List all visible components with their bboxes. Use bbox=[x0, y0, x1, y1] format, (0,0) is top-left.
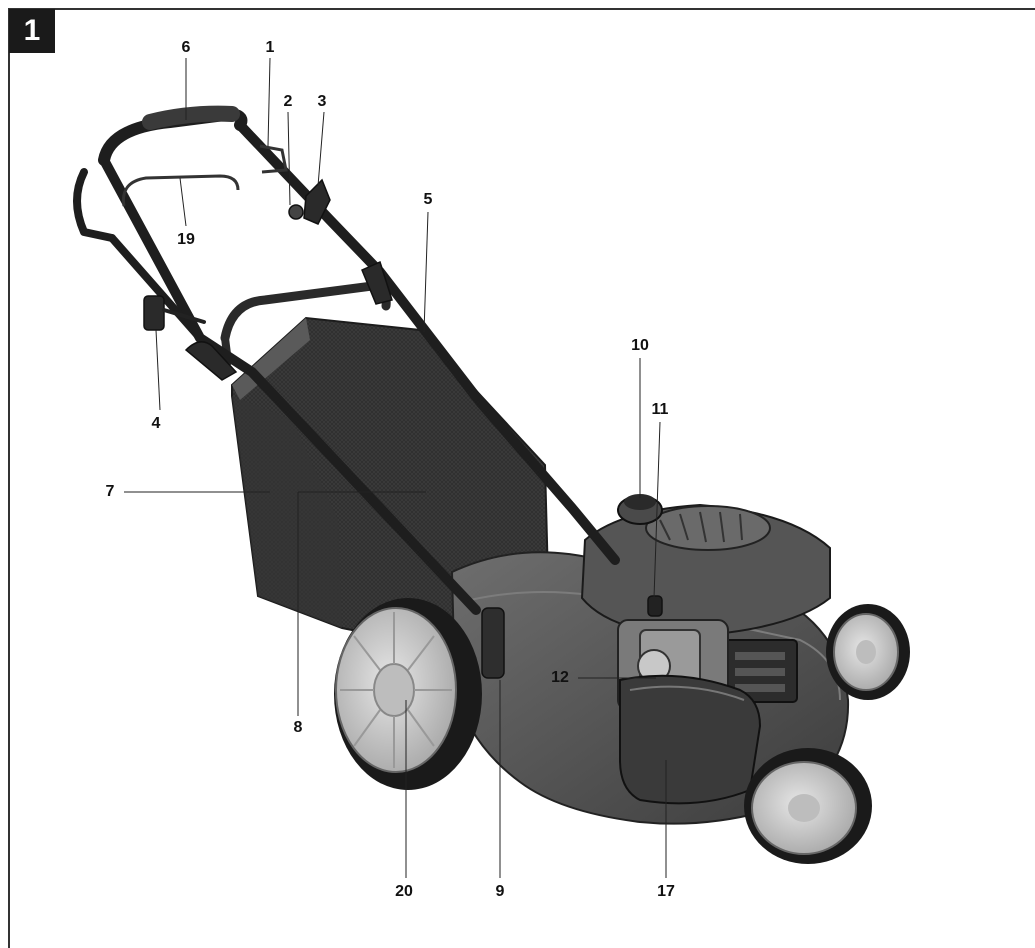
callout-8: 8 bbox=[293, 719, 303, 736]
callout-6: 6 bbox=[181, 39, 191, 56]
throttle-lever bbox=[303, 178, 331, 225]
callout-4: 4 bbox=[151, 415, 161, 432]
fuel-cap bbox=[617, 494, 663, 525]
starter-rope-handle bbox=[143, 295, 206, 331]
callout-5: 5 bbox=[423, 191, 433, 208]
oil-dipstick bbox=[647, 595, 663, 617]
callout-2: 2 bbox=[283, 93, 293, 110]
rear-wheel bbox=[334, 598, 482, 790]
handle-grip bbox=[142, 105, 240, 130]
callout-20: 20 bbox=[395, 883, 413, 900]
mulch-flap bbox=[619, 674, 762, 805]
engine-brake-bail bbox=[121, 144, 288, 207]
figure-frame bbox=[8, 8, 1035, 948]
callout-12: 12 bbox=[551, 669, 569, 686]
figure-number-badge: 1 bbox=[9, 9, 55, 53]
callout-3: 3 bbox=[317, 93, 327, 110]
callout-1: 1 bbox=[265, 39, 275, 56]
handle-fold-knobs bbox=[184, 260, 393, 381]
front-wheel-upper bbox=[826, 604, 910, 700]
callout-leader-lines bbox=[124, 57, 667, 878]
callout-19: 19 bbox=[177, 231, 195, 248]
callout-10: 10 bbox=[631, 337, 649, 354]
handle-clamp-knob bbox=[288, 204, 304, 220]
callout-9: 9 bbox=[495, 883, 505, 900]
callout-11: 11 bbox=[651, 401, 669, 418]
callout-17: 17 bbox=[657, 883, 675, 900]
height-adjustment-lever bbox=[481, 607, 505, 679]
front-wheel-lower bbox=[744, 748, 872, 864]
callout-7: 7 bbox=[105, 483, 115, 500]
